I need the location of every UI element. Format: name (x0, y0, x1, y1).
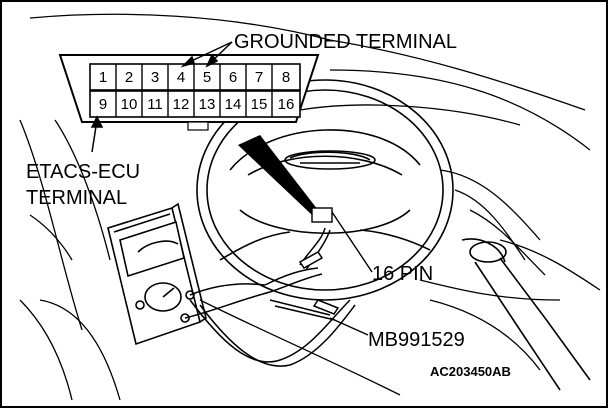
pin-label: 4 (177, 69, 185, 86)
arrow-head (90, 115, 104, 128)
pin-label: 9 (99, 96, 107, 113)
dashboard-background (19, 13, 601, 401)
pin-label: 16 (278, 96, 295, 113)
pin-label: 3 (151, 69, 159, 86)
connector-top-row-box (89, 63, 301, 91)
bottom-row-dividers (115, 91, 273, 117)
grounded-terminal-label: GROUNDED TERMINAL (234, 31, 457, 53)
pin-label: 1 (99, 69, 107, 86)
arrow-head (180, 55, 195, 68)
pin-label: 2 (125, 69, 133, 86)
steering-column (461, 238, 591, 391)
connector-location-pointer (238, 135, 373, 273)
pin-label: 11 (147, 96, 163, 113)
pin-label: 7 (255, 69, 263, 86)
connector-key (187, 121, 209, 131)
pin-label: 12 (173, 96, 190, 113)
tool-code-label: MB991529 (368, 329, 465, 351)
pin-label: 13 (199, 96, 216, 113)
sixteen-pin-label: 16 PIN (372, 263, 433, 285)
multimeter (107, 202, 207, 346)
pin-label: 15 (251, 96, 268, 113)
connector-bottom-row-box (89, 90, 301, 118)
etacs-ecu-label: ETACS-ECU (26, 161, 140, 183)
test-leads (184, 227, 356, 367)
top-row-dividers (115, 64, 273, 90)
label-leaders (329, 317, 369, 336)
connector-pin-diagram: 1 2 3 4 5 6 7 8 9 10 11 12 13 14 15 16 (58, 54, 320, 131)
pin-label: 6 (229, 69, 237, 86)
arrow-head (205, 53, 219, 68)
pin-label: 10 (121, 96, 138, 113)
pin-label: 8 (282, 69, 290, 86)
pin-label: 14 (225, 96, 242, 113)
callout-arrows (90, 41, 233, 153)
pin-label: 5 (203, 69, 211, 86)
etacs-terminal-label: TERMINAL (26, 187, 127, 209)
figure-code-label: AC203450AB (430, 364, 511, 379)
